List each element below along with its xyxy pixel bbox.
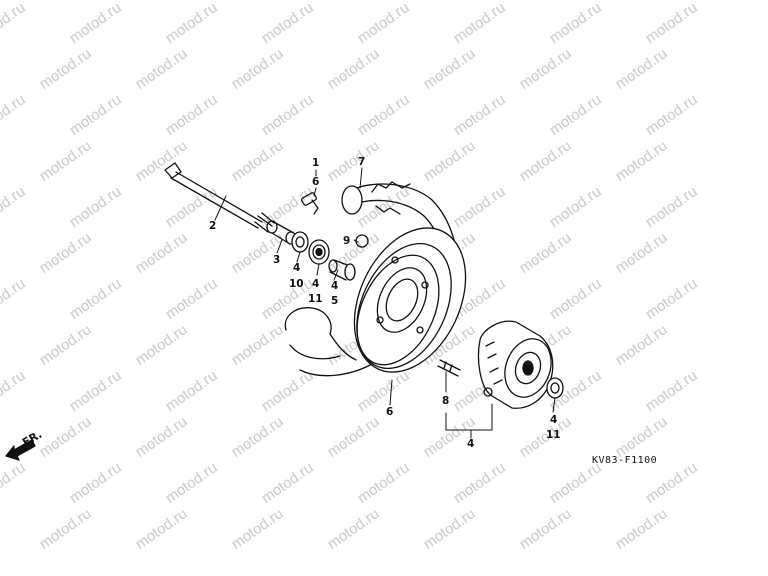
front-direction-arrow bbox=[5, 439, 36, 461]
side-bearing-drawing bbox=[546, 377, 564, 399]
stud-bolt-drawing bbox=[437, 359, 461, 377]
callout-11-right: 11 bbox=[546, 429, 561, 441]
tire-drawing bbox=[284, 181, 460, 377]
callout-3: 3 bbox=[273, 254, 281, 266]
callout-11-left: 11 bbox=[308, 293, 323, 305]
diagram-reference-code: KV83-F1100 bbox=[592, 455, 658, 466]
brake-hub-drawing bbox=[477, 320, 554, 409]
distance-collar-drawing bbox=[328, 259, 356, 281]
callout-4-bearing: 4 bbox=[312, 278, 320, 290]
callout-4-side: 4 bbox=[550, 414, 558, 426]
callout-4-seal: 4 bbox=[293, 262, 301, 274]
bearing-drawing bbox=[308, 239, 330, 265]
callout-5: 5 bbox=[331, 295, 339, 307]
callout-1: 1 bbox=[312, 157, 320, 169]
dust-seal-drawing bbox=[291, 231, 309, 253]
callout-6-rim: 6 bbox=[386, 406, 394, 418]
callout-10: 10 bbox=[289, 278, 304, 290]
callout-4-collar: 4 bbox=[331, 280, 339, 292]
valve-drawing bbox=[301, 192, 319, 215]
callout-9: 9 bbox=[343, 235, 351, 247]
leader-lines bbox=[214, 167, 556, 439]
callout-4-hub: 4 bbox=[467, 438, 475, 450]
rim-drawing bbox=[353, 227, 467, 373]
callout-8: 8 bbox=[442, 395, 450, 407]
callout-7: 7 bbox=[358, 156, 366, 168]
nut-drawing bbox=[355, 234, 369, 248]
axle-drawing bbox=[164, 162, 275, 233]
callout-2: 2 bbox=[209, 220, 217, 232]
callout-6-valve: 6 bbox=[312, 176, 320, 188]
